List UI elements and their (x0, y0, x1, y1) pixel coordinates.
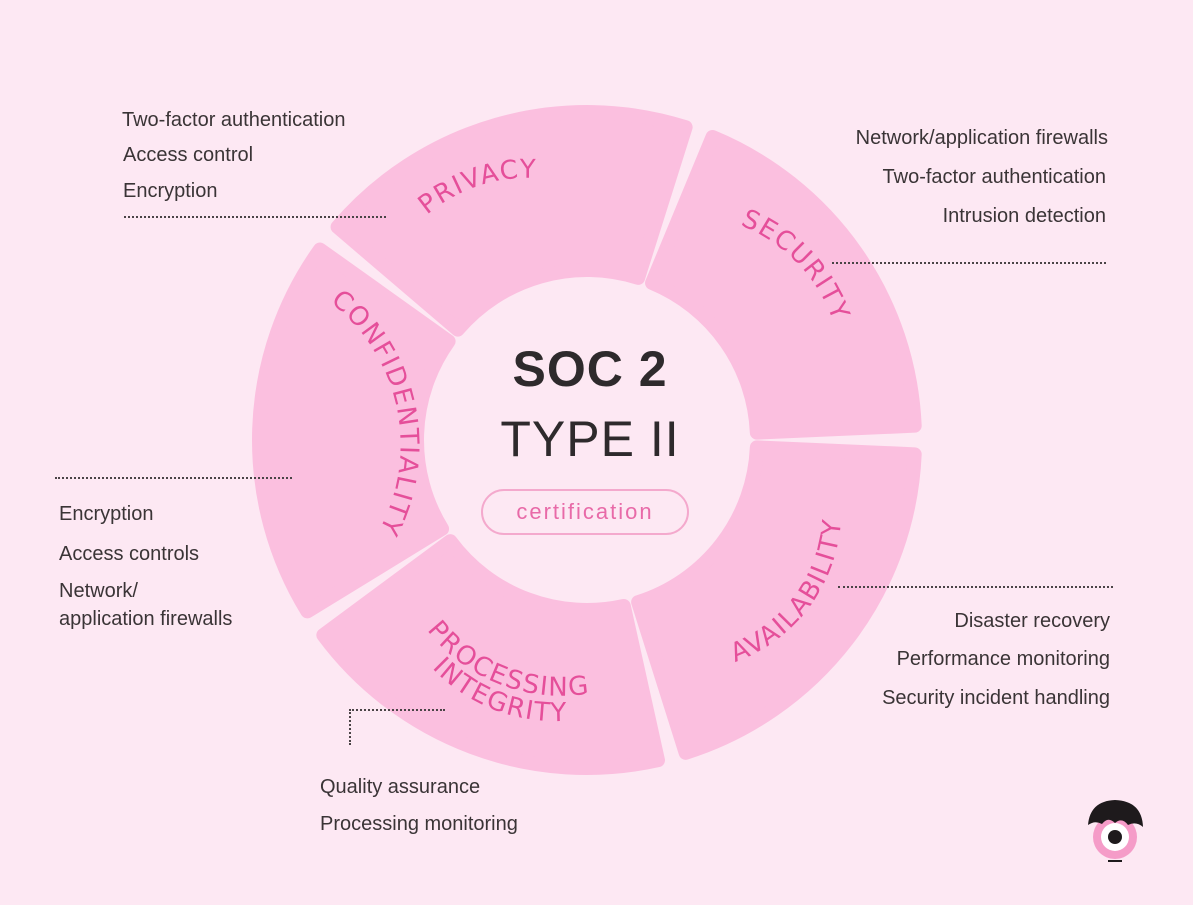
segment-confidentiality (252, 242, 456, 619)
segment-availability (631, 440, 922, 760)
privacy-feature-3: Encryption (123, 180, 218, 202)
confidentiality-connector-line (55, 477, 292, 479)
confidentiality-feature-1: Encryption (59, 503, 154, 525)
security-feature-1: Network/application firewalls (855, 127, 1108, 149)
processing-feature-1: Quality assurance (320, 776, 481, 798)
privacy-feature-2: Access control (123, 144, 254, 166)
processing-connector-line-h (349, 709, 445, 711)
segment-security (645, 129, 922, 440)
confidentiality-feature-2: Access controls (59, 543, 200, 565)
security-connector-line (832, 262, 1106, 264)
segment-privacy (330, 105, 693, 337)
ring-segments (252, 105, 922, 775)
privacy-connector-line (124, 216, 386, 218)
privacy-feature-1: Two-factor authentication (122, 109, 346, 131)
security-feature-3: Intrusion detection (942, 205, 1106, 227)
confidentiality-feature-3a: Network/ (59, 580, 138, 602)
segment-processing-integrity (316, 534, 665, 775)
availability-feature-2: Performance monitoring (896, 648, 1110, 670)
availability-connector-line (838, 586, 1113, 588)
security-feature-2: Two-factor authentication (882, 166, 1106, 188)
processing-feature-2: Processing monitoring (320, 813, 518, 835)
center-subtitle: TYPE II (500, 411, 680, 467)
confidentiality-feature-3b: application firewalls (59, 608, 233, 630)
processing-connector-line-v (349, 709, 351, 745)
availability-feature-1: Disaster recovery (954, 610, 1110, 632)
certification-badge: certification (481, 489, 689, 535)
mascot-face-icon (1088, 800, 1143, 862)
availability-feature-3: Security incident handling (882, 687, 1110, 709)
center-title: SOC 2 (512, 341, 668, 397)
